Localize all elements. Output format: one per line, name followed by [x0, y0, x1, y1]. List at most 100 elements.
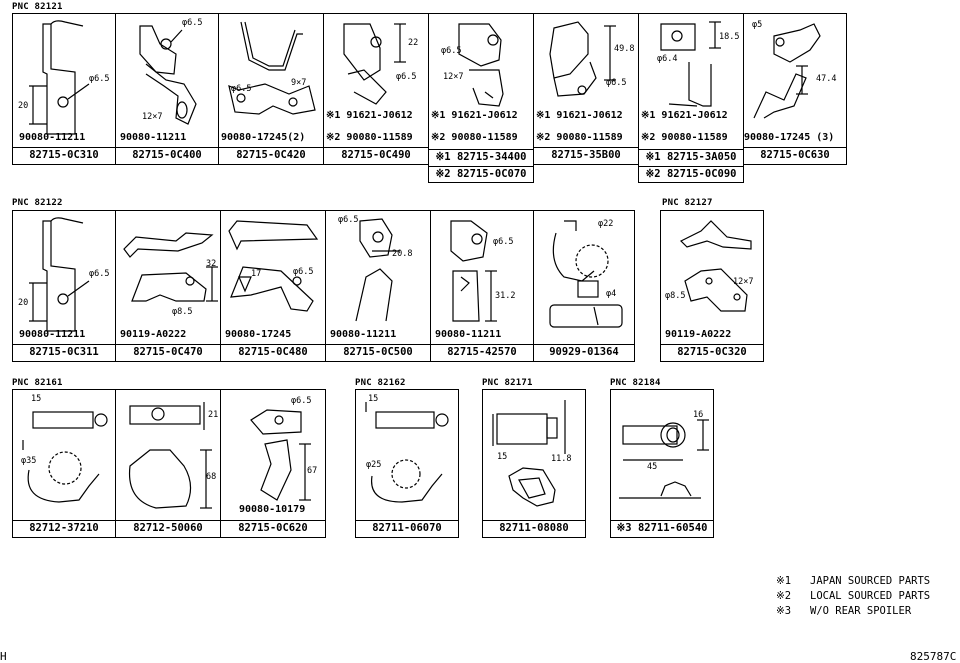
dim-label: 18.5	[719, 32, 740, 42]
bolt-part-number[interactable]: 90080-11211	[120, 132, 187, 143]
dim-label: φ8.5	[665, 291, 686, 301]
legend-mark: ※2	[776, 590, 792, 602]
part-number[interactable]: 82715-0C480	[221, 344, 325, 361]
part-number[interactable]: 82715-0C420	[219, 147, 323, 164]
part-cell[interactable]: φ22 φ4 90929-01364	[533, 210, 635, 362]
part-number[interactable]: 82711-08080	[483, 520, 585, 537]
dim-label: 12×7	[443, 72, 464, 82]
part-number[interactable]: ※2 82715-0C090	[639, 166, 743, 183]
bracket-drawing	[660, 21, 721, 107]
part-number[interactable]: ※1 82715-34400	[429, 149, 533, 166]
part-number[interactable]: 82715-0C620	[221, 520, 325, 537]
part-cell[interactable]: 49.8 φ6.5 ※1 91621-J0612 ※2 90080-11589 …	[533, 13, 639, 165]
part-cell[interactable]: φ6.5 20 90080-11211 82715-0C311	[12, 210, 116, 362]
bolt-part-number[interactable]: 90080-11211	[19, 329, 86, 340]
bolt-part-number[interactable]: ※1 91621-J0612	[641, 110, 728, 121]
part-cell[interactable]: φ6.5 12×7 ※1 91621-J0612 ※2 90080-11589 …	[428, 13, 534, 183]
part-cell[interactable]: φ5 47.4 90080-17245 (3) 82715-0C630	[743, 13, 847, 165]
part-cell[interactable]: 17 φ6.5 90080-17245 82715-0C480	[220, 210, 326, 362]
part-number[interactable]: 82715-0C400	[116, 147, 218, 164]
dim-label: φ6.5	[291, 396, 312, 406]
clip-drawing	[619, 419, 709, 499]
part-number[interactable]: 82715-0C311	[13, 344, 115, 361]
bolt-part-number[interactable]: ※2 90080-11589	[431, 132, 518, 143]
dim-label: φ6.5	[182, 18, 203, 28]
part-number[interactable]: 82715-0C470	[116, 344, 220, 361]
part-number[interactable]: 82712-37210	[13, 520, 115, 537]
dim-label: φ35	[21, 456, 37, 466]
bolt-part-number[interactable]: ※1 91621-J0612	[536, 110, 623, 121]
bolt-part-number[interactable]: 90080-17245(2)	[221, 132, 306, 143]
part-number[interactable]: 90929-01364	[534, 344, 634, 361]
bolt-part-number[interactable]: ※2 90080-11589	[536, 132, 623, 143]
bracket-drawing	[355, 218, 400, 322]
part-number[interactable]: 82715-0C310	[13, 147, 115, 164]
part-number[interactable]: ※3 82711-60540	[611, 520, 713, 537]
part-number[interactable]: ※1 82715-3A050	[639, 149, 743, 166]
dim-label: 45	[647, 462, 658, 472]
clip-drawing	[492, 400, 566, 507]
part-cell[interactable]: 18.5 φ6.4 ※1 91621-J0612 ※2 90080-11589 …	[638, 13, 744, 183]
part-number[interactable]: 82715-0C320	[661, 344, 763, 361]
bolt-part-number[interactable]: 90080-17245 (3)	[744, 132, 835, 143]
part-cell[interactable]: 16 45 ※3 82711-60540	[610, 389, 714, 538]
corner-mark: H	[0, 650, 7, 663]
dim-label: φ6.5	[493, 237, 514, 247]
dim-label: φ6.5	[89, 74, 110, 84]
dim-label: 11.8	[551, 454, 572, 464]
part-number[interactable]: 82715-0C500	[326, 344, 430, 361]
part-number[interactable]: 82715-42570	[431, 344, 533, 361]
dim-label: φ6.5	[293, 267, 314, 277]
bracket-drawing	[228, 220, 319, 312]
bolt-part-number[interactable]: 90119-A0222	[665, 329, 732, 340]
part-cell[interactable]: 32 φ8.5 90119-A0222 82715-0C470	[115, 210, 221, 362]
dim-label: 47.4	[816, 74, 837, 84]
dim-label: 15	[497, 452, 508, 462]
bolt-part-number[interactable]: ※1 91621-J0612	[326, 110, 413, 121]
part-cell[interactable]: 15 φ25 82711-06070	[355, 389, 459, 538]
part-cell[interactable]: 21 68 82712-50060	[115, 389, 221, 538]
part-cell[interactable]: φ6.5 12×7 90080-11211 82715-0C400	[115, 13, 219, 165]
part-cell[interactable]: 22 φ6.5 ※1 91621-J0612 ※2 90080-11589 82…	[323, 13, 429, 165]
dim-label: φ4	[606, 289, 617, 299]
bolt-part-number[interactable]: 90119-A0222	[120, 329, 187, 340]
bolt-part-number[interactable]: ※2 90080-11589	[641, 132, 728, 143]
part-number[interactable]: 82712-50060	[116, 520, 220, 537]
part-number[interactable]: 82715-0C490	[324, 147, 428, 164]
dim-label: 20	[18, 298, 29, 308]
part-number[interactable]: 82711-06070	[356, 520, 458, 537]
part-cell[interactable]: φ6.5 9×7 90080-17245(2) 82715-0C420	[218, 13, 324, 165]
part-cell[interactable]: 15 φ35 82712-37210	[12, 389, 116, 538]
bolt-part-number[interactable]: 90080-11211	[330, 329, 397, 340]
pnc-label-82161: PNC 82161	[12, 378, 63, 388]
part-cell[interactable]: φ6.5 67 90080-10179 82715-0C620	[220, 389, 326, 538]
part-cell[interactable]: φ6.5 20.8 90080-11211 82715-0C500	[325, 210, 431, 362]
dim-label: 22	[408, 38, 419, 48]
dim-label: 17	[251, 269, 262, 279]
dim-label: 31.2	[495, 291, 516, 301]
part-cell[interactable]: φ6.5 31.2 90080-11211 82715-42570	[430, 210, 534, 362]
bolt-part-number[interactable]: 90080-11211	[435, 329, 502, 340]
bolt-part-number[interactable]: 90080-10179	[239, 504, 306, 515]
part-number[interactable]: 82715-35B00	[534, 147, 638, 164]
part-cell[interactable]: φ6.5 20 90080-11211 82715-0C310	[12, 13, 116, 165]
bolt-part-number[interactable]: 90080-11211	[19, 132, 86, 143]
part-number[interactable]: 82715-0C630	[744, 147, 846, 164]
bolt-part-number[interactable]: ※2 90080-11589	[326, 132, 413, 143]
dim-label: φ6.4	[657, 54, 678, 64]
bracket-drawing	[343, 23, 406, 105]
clip-drawing	[365, 402, 449, 503]
bolt-part-number[interactable]: ※1 91621-J0612	[431, 110, 518, 121]
part-cell[interactable]: 15 11.8 82711-08080	[482, 389, 586, 538]
part-cell[interactable]: 12×7 φ8.5 90119-A0222 82715-0C320	[660, 210, 764, 362]
dim-label: 68	[206, 472, 217, 482]
dim-label: 9×7	[291, 78, 307, 88]
part-number[interactable]: ※2 82715-0C070	[429, 166, 533, 183]
bolt-part-number[interactable]: 90080-17245	[225, 329, 292, 340]
dim-label: 12×7	[733, 277, 754, 287]
dim-label: φ6.5	[338, 215, 359, 225]
dim-label: 12×7	[142, 112, 163, 122]
legend-text: JAPAN SOURCED PARTS	[810, 575, 931, 587]
dim-label: φ25	[366, 460, 382, 470]
dim-label: 20	[18, 101, 29, 111]
